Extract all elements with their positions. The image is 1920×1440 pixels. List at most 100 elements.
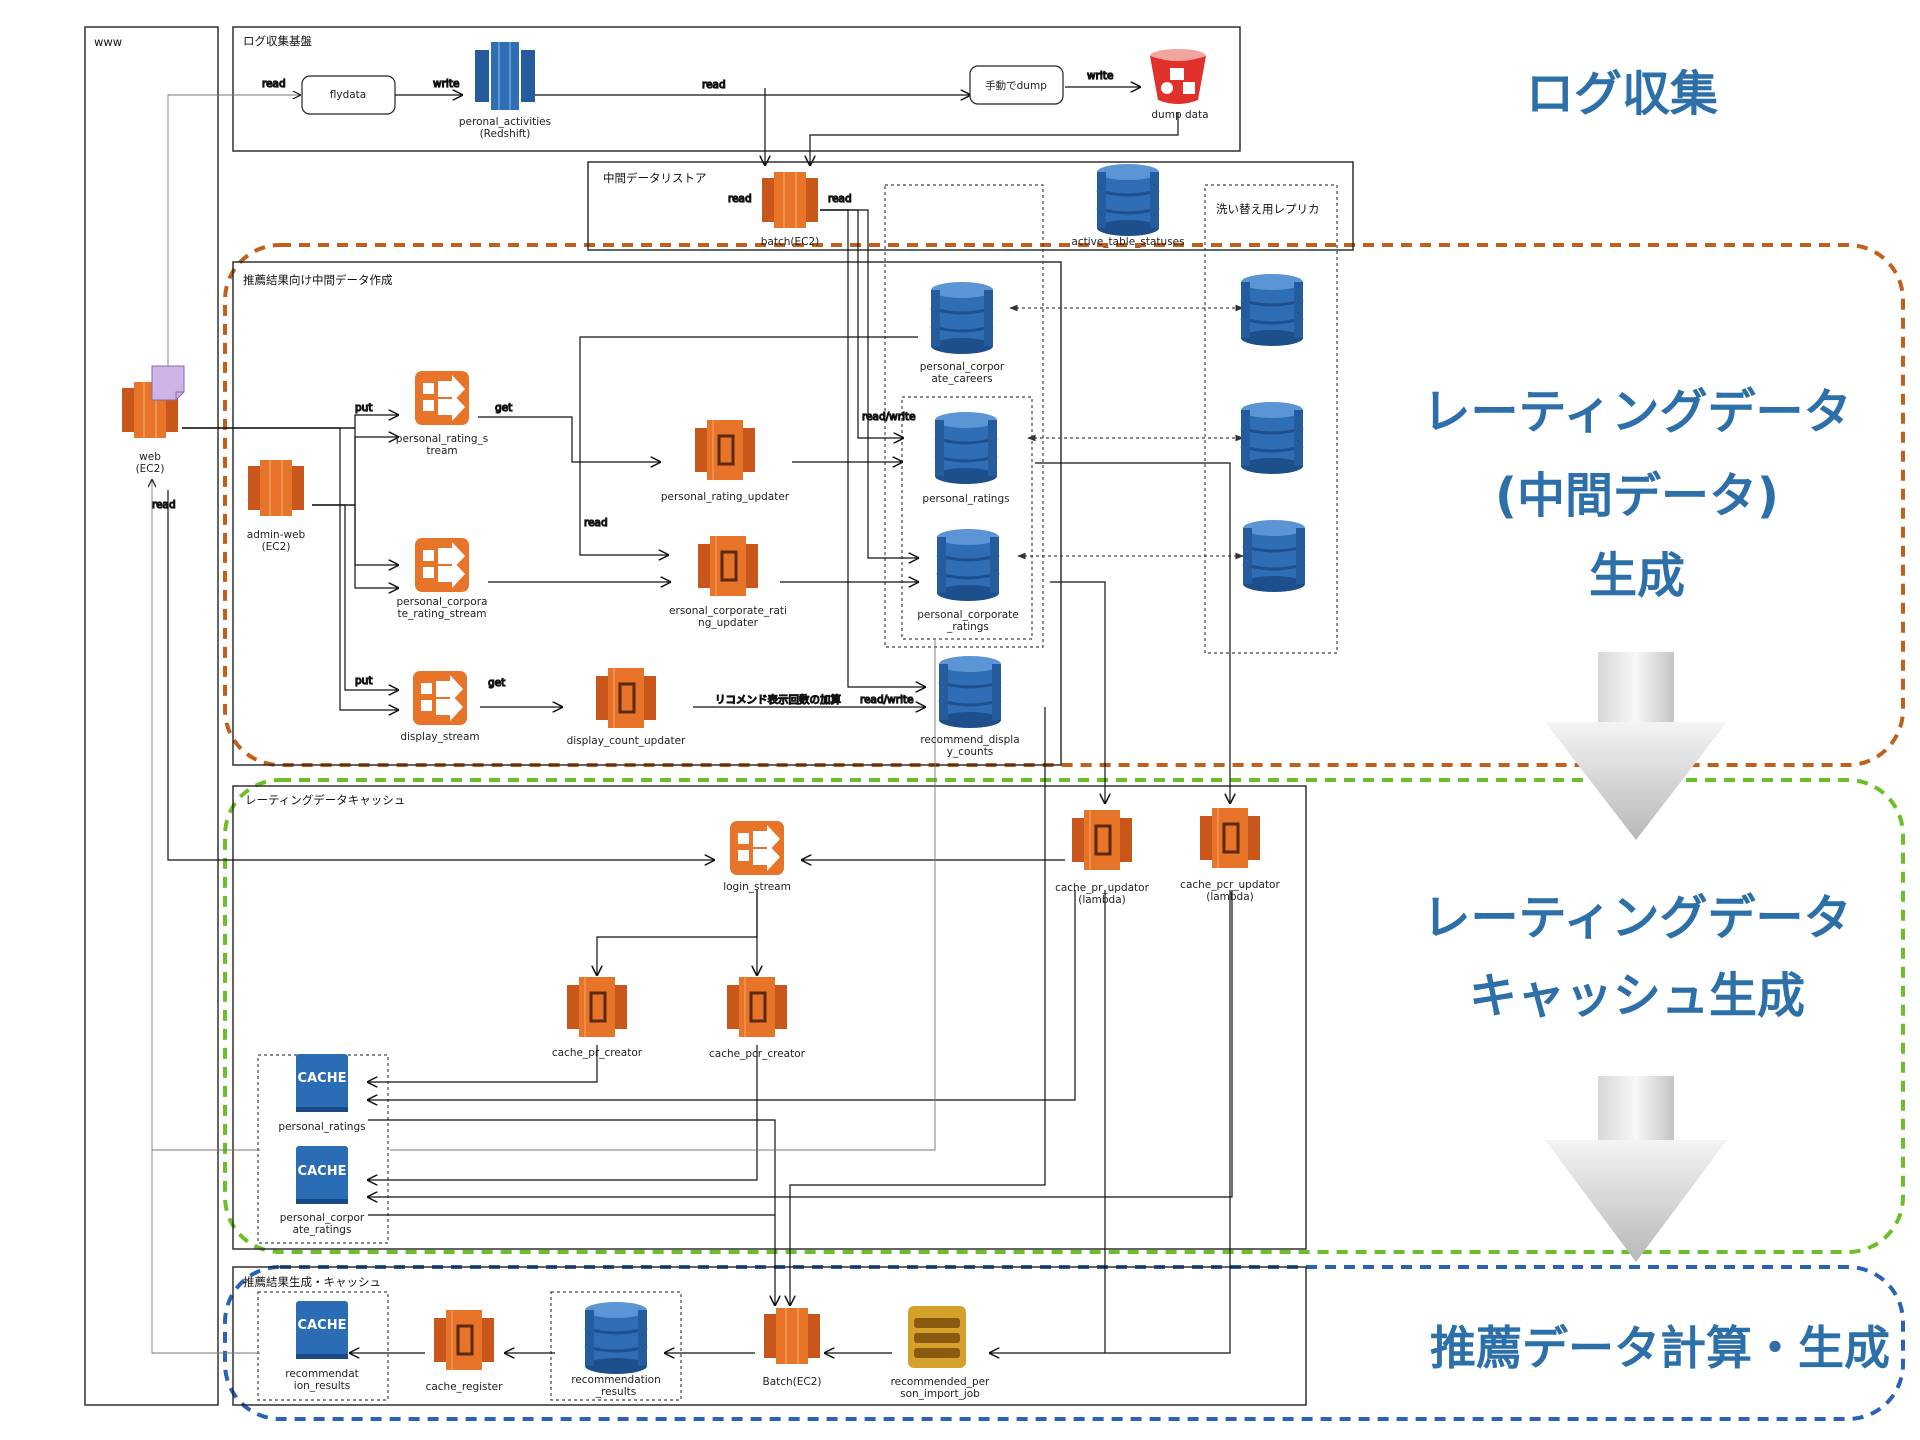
rpij-label-2: son_import_job [900,1388,980,1400]
edge-cpcr-creator-cache [368,1045,758,1180]
ddb-pcr-icon [935,527,1001,603]
stage-title-rating-2: (中間データ) [1495,468,1779,524]
batch-top-label: batch(EC2) [761,236,819,248]
stage-title-cache-2: キャッシュ生成 [1469,968,1805,1024]
document-icon [151,365,185,401]
group-recommend-gen-label: 推薦結果生成・キャッシュ [243,1275,381,1289]
rdc-label-1: recommend_displa [920,734,1019,746]
group-www [84,26,219,1406]
edge-cache-pr-batch [368,1119,775,1305]
edge-rdc-batch [790,707,1046,1305]
cpcr-creator-label: cache_pcr_creator [709,1048,806,1060]
edge-label-get-2: get [488,677,505,689]
stage-title-log: ログ収集 [1526,66,1718,122]
edge-pcr-cache-pr-updator [1050,581,1105,803]
flydata-label: flydata [330,89,366,101]
web-label-2: (EC2) [136,463,165,475]
edge-label-put-2: put [355,675,372,687]
rdc-label-2: y_counts [947,746,994,758]
cache-register-label: cache_register [426,1381,504,1393]
pcru-label-2: ng_updater [698,617,759,629]
ddb-replica-1-icon [1239,272,1305,348]
cache-pr-icon-text: CACHE [298,1071,347,1086]
stage-arrow-2 [1545,1076,1727,1262]
edge-login-cpr-creator [597,890,758,975]
edge-web-flydata [167,95,300,375]
cache-pcr-label-1: personal_corpor [280,1212,365,1224]
cache-rr-label-1: recommendat [285,1368,359,1380]
ddb-pr-icon [933,410,999,486]
pcru-label-1: ersonal_corporate_rati [669,605,787,617]
edge-admin-pcrs [312,504,398,588]
edge-admin-prs [312,437,398,506]
batch-bottom-icon [763,1307,821,1365]
cpr-creator-label: cache_pr_creator [552,1047,643,1059]
flydata-process [301,75,396,115]
pr-label: personal_ratings [922,493,1009,505]
group-rating-data [232,261,1062,766]
cache-rr-label-2: ion_results [294,1380,350,1392]
group-rating-data-label: 推薦結果向け中間データ作成 [243,273,393,287]
cache-pr-label: personal_ratings [278,1121,365,1133]
edge-web-prs [182,415,398,429]
edge-cpu-cache [368,890,1076,1100]
edge-web-display [182,427,398,710]
lambda-dcu-icon [594,666,658,730]
edge-label-write-2: write [1087,70,1113,82]
edge-batch-rdc [820,209,925,687]
lambda-cache-register-icon [432,1308,496,1372]
login-stream-label: login_stream [723,881,791,893]
group-intermediate-store-label: 中間データリストア [603,171,707,185]
group-www-label: www [94,35,122,49]
pcc-label-1: personal_corpor [920,361,1005,373]
ddb-rdc-icon [937,654,1003,730]
stage-title-rating-3: 生成 [1589,548,1685,604]
prs-label-1: personal_rating_s [396,433,488,445]
rpij-label-1: recommended_per [891,1376,990,1388]
pcr-label-1: personal_corporate [917,609,1019,621]
cpcru-label-1: cache_pcr_updator [1180,879,1280,891]
group-intermediate-store [587,161,1354,251]
cpcru-label-2: (lambda) [1206,891,1254,903]
group-log-collection [232,26,1241,152]
group-replica-label: 洗い替え用レプリカ [1216,202,1320,216]
cache-rr-icon-text: CACHE [298,1318,347,1333]
display-stream-label: display_stream [400,731,479,743]
stage-title-cache-1: レーティングデータ [1422,890,1851,946]
edge-label-put-1: put [355,402,372,414]
group-recommend-gen [232,1266,1307,1406]
prs-label-2: tream [426,445,457,457]
lambda-cpr-creator-icon [565,975,629,1039]
edge-label-display-add: リコメンド表示回数の加算 [715,693,841,706]
edge-label-read-4: read [828,193,852,205]
dotted-box-cache-rr [257,1291,389,1401]
pru-label: personal_rating_updater [661,491,790,503]
redshift-icon [474,41,536,111]
stage-cache-region [223,778,1905,1254]
web-label-1: web [139,451,161,463]
stage-arrow-1 [1545,652,1727,840]
edge-label-get-1: get [495,402,512,414]
kinesis-display-icon [413,671,467,725]
edge-admin-display [312,504,398,690]
kinesis-login-icon [730,821,784,875]
pcrs-label-1: personal_corpora [397,596,488,608]
s3-bucket-icon [1150,49,1206,104]
redshift-label-2: (Redshift) [480,128,531,140]
group-log-collection-label: ログ収集基盤 [243,34,312,48]
batch-bottom-label: Batch(EC2) [762,1376,821,1388]
ddb-rr-icon [583,1300,649,1376]
dotted-box-replica [1204,184,1338,654]
dcu-label: display_count_updater [567,735,686,747]
admin-label-1: admin-web [247,529,306,541]
stage-title-rating-1: レーティングデータ [1422,384,1851,440]
edge-label-read-6: read [152,499,176,511]
manual-dump-process [969,65,1064,105]
dump-data-label: dump data [1151,109,1208,121]
rr-label-1: recommendation [571,1374,661,1386]
kinesis-pcrs-icon [415,538,469,592]
dotted-box-ddb-main [884,184,1044,648]
sqs-queue-icon [908,1306,966,1368]
batch-top-icon [761,171,819,229]
